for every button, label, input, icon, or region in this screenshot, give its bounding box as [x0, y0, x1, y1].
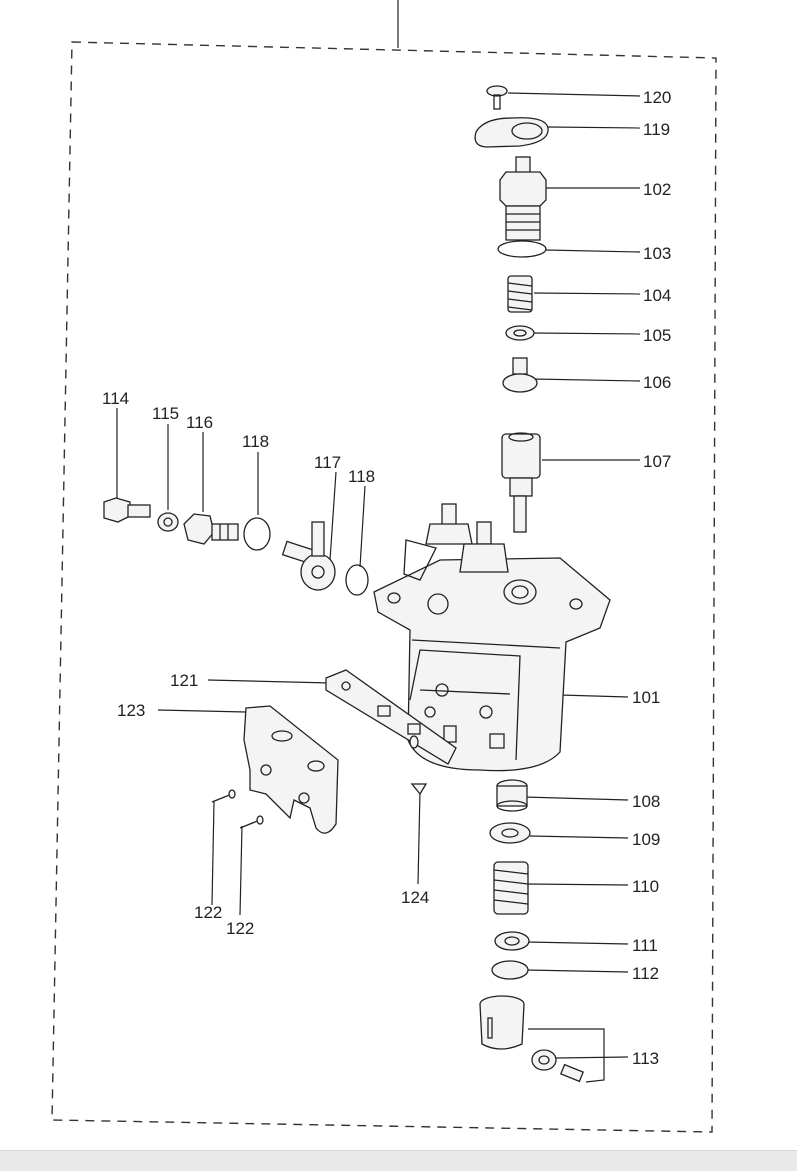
callout-110: 110	[632, 877, 659, 896]
part-102-delivery-valve-holder	[499, 156, 547, 241]
part-114-bolt	[103, 497, 151, 523]
part-124-pin	[410, 783, 428, 796]
callout-111: 111	[632, 936, 658, 955]
part-121-control-rack	[325, 669, 457, 765]
part-119-lock-plate	[474, 117, 549, 148]
part-111-retainer	[494, 931, 530, 951]
callout-104: 104	[643, 286, 671, 305]
callout-123: 123	[117, 701, 145, 720]
part-122-screw-a	[211, 789, 236, 803]
callout-103: 103	[643, 244, 671, 263]
callout-114: 114	[102, 389, 129, 408]
footer-bar	[0, 1150, 797, 1171]
part-112-shim	[491, 960, 529, 980]
part-122-screw-b	[239, 815, 264, 829]
leader-lines	[116, 92, 641, 1083]
callout-108: 108	[632, 792, 660, 811]
part-120-screw	[486, 85, 508, 110]
part-115-washer	[157, 512, 179, 532]
callout-116: 116	[186, 413, 213, 432]
part-104-spring	[507, 275, 533, 313]
callout-119: 119	[643, 120, 670, 139]
callout-112: 112	[632, 964, 659, 983]
callout-106: 106	[643, 373, 671, 392]
part-109-spring-seat	[489, 822, 531, 844]
callout-labels: 120 119 102 103 104 105 106 107 114 115 …	[102, 88, 671, 1068]
part-110-plunger-spring	[493, 861, 529, 915]
callout-105: 105	[643, 326, 671, 345]
callout-115: 115	[152, 404, 179, 423]
callout-124: 124	[401, 888, 429, 907]
part-113-tappet-roller	[479, 995, 584, 1083]
part-106-delivery-valve	[502, 357, 538, 393]
part-117-fitting	[281, 521, 336, 591]
part-103-o-ring	[497, 240, 547, 258]
callout-113: 113	[632, 1049, 659, 1068]
part-107-plunger	[501, 432, 541, 533]
callout-107: 107	[643, 452, 671, 471]
callout-102: 102	[643, 180, 671, 199]
callout-121: 121	[170, 671, 198, 690]
callout-120: 120	[643, 88, 671, 107]
part-101-pump-housing	[373, 503, 611, 772]
callout-122-a: 122	[194, 903, 222, 922]
part-105-gasket	[505, 325, 535, 341]
part-108-sleeve	[496, 779, 528, 812]
callout-109: 109	[632, 830, 660, 849]
part-118-washer-right	[345, 564, 369, 596]
callout-118-left: 118	[242, 432, 269, 451]
callout-122-b: 122	[226, 919, 254, 938]
callout-117: 117	[314, 453, 341, 472]
callout-101: 101	[632, 688, 660, 707]
part-123-cover-plate	[243, 705, 339, 834]
assembly-boundary	[51, 0, 717, 1133]
part-116-banjo-bolt	[183, 513, 239, 545]
part-118-washer-left	[243, 517, 271, 551]
callout-118-right: 118	[348, 467, 375, 486]
